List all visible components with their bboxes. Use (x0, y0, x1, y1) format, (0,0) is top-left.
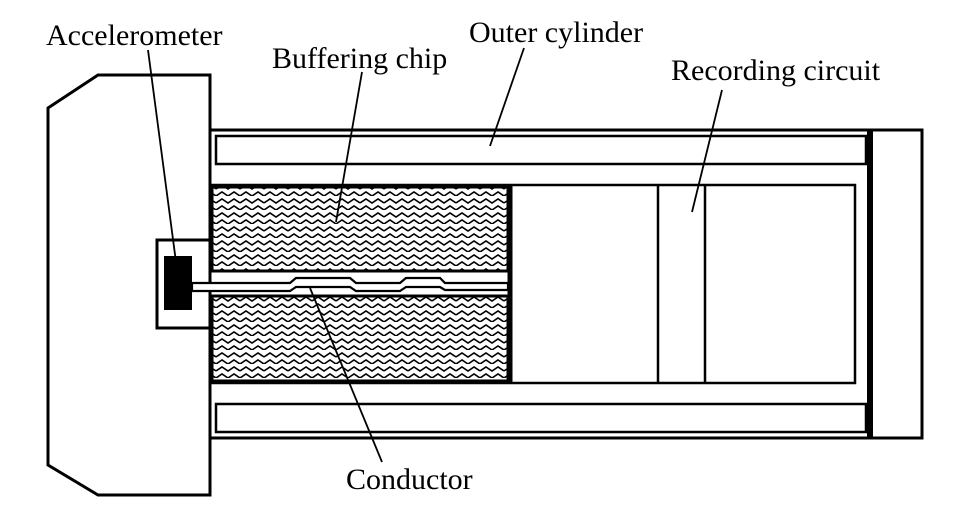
buffering-chip-lower (210, 294, 510, 383)
head-cap (46, 73, 212, 497)
buffering-chip-upper (210, 185, 510, 273)
outer-cylinder-upper-wall (214, 134, 868, 166)
accelerometer-leader (147, 49, 177, 263)
buffering-chip-leader (335, 71, 363, 223)
conductor-label: Conductor (346, 463, 473, 496)
accelerometer (164, 256, 192, 310)
conductor (190, 276, 510, 293)
conductor-leader (309, 287, 383, 463)
outer-cylinder-label: Outer cylinder (469, 16, 643, 49)
buffering-chip-label: Buffering chip (272, 42, 447, 75)
outer-cylinder-leader (489, 47, 525, 147)
recording-circuit-leader (691, 89, 723, 213)
accelerometer-label: Accelerometer (46, 19, 223, 52)
recording-circuit-label: Recording circuit (671, 54, 881, 87)
outer-cylinder-lower-wall (214, 402, 868, 434)
